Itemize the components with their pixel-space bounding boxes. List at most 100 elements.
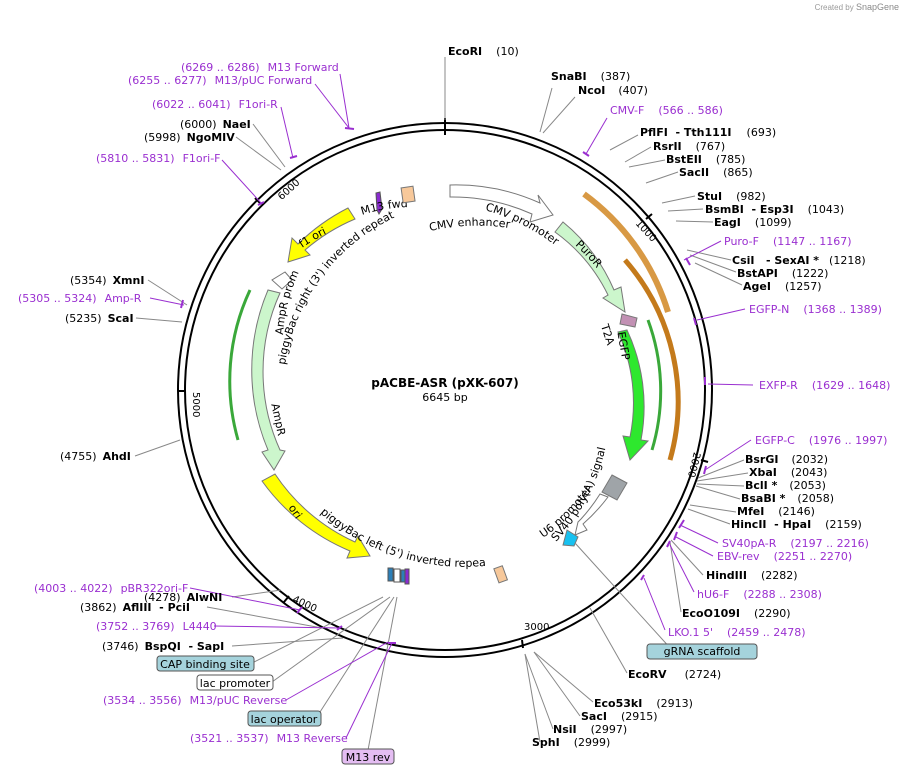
site-ecorv: EcoRV(2724) [628,668,721,681]
feature-ori-arrow [261,473,371,559]
leader-agei [694,262,743,286]
leader-bsmbi [667,208,704,212]
mark-sv40par [678,519,685,529]
feature-tags: gRNA scaffold CAP binding site lac promo… [156,643,758,765]
tick-6000 [254,197,261,204]
primer-arcs [228,191,681,461]
primer-m13fwd-label: (6269 .. 6286)M13 Forward [181,61,339,74]
primer-leader-m13fwd [339,73,350,129]
plasmid-size: 6645 bp [422,391,467,404]
leader-bspqi [231,637,344,647]
site-ecori: EcoRI(10) [448,45,519,58]
feature-cap-site-block [387,567,394,582]
site-alwni: (4278)AlwNI [144,591,222,604]
mark-hu6f [666,540,671,548]
primer-leader-f1orif [221,159,263,205]
site-mfei: MfeI(2146) [737,505,815,518]
svg-text:lac promoter: lac promoter [200,677,271,690]
features: CMV enhancer CMV promoter PuroR T2A EGFP… [0,0,650,585]
primer-leader-egfpc [704,439,752,471]
leader-lacop [319,596,395,713]
primer-leader-purof [683,240,722,261]
site-naei: (6000)NaeI [180,118,251,131]
feature-u6-promoter-arrow [574,493,609,536]
feature-sv40-polya-block [601,474,628,501]
primer-leader-sv40par [679,524,719,544]
tick-label-3000: 3000 [524,622,549,633]
primer-leader-ebvrev [675,536,714,557]
mark-cmvf [582,151,590,157]
mark-purof [685,257,691,266]
feature-ampr-promoter-arrow [271,271,293,290]
mark-f1orir [289,155,298,159]
site-ahdi: (4755)AhdI [60,450,131,463]
credit-prefix: Created by [814,3,854,12]
leader-scai [135,317,183,323]
primer-ampr-label: (5305 .. 5324)Amp-R [18,292,142,305]
site-xmni: (5354)XmnI [70,274,144,287]
leader-stui [661,195,696,204]
feature-m13-fwd-block [375,191,383,216]
mark-l4440 [336,625,343,631]
site-xbai: XbaI(2043) [749,466,827,479]
mark-ebvrev [673,531,678,541]
feature-lacop-block [400,569,406,583]
feature-m13rev-block [404,568,410,585]
site-eagi: EagI(1099) [714,216,791,229]
primer-l4440-label: (3752 .. 3769)L4440 [96,620,217,633]
site-hindiii: HindIII(2282) [706,569,798,582]
leader-sphi [524,653,541,743]
site-bspqi: (3746)BspQI - SapI [102,640,224,653]
primer-leader-f1orir [280,106,294,159]
site-sphi: SphI(2999) [532,736,610,749]
leader-ngomiv [235,136,282,171]
leader-saci [533,651,581,717]
leader-xbai [696,472,749,482]
site-sacii: SacII(865) [679,166,753,179]
leader-snabi [539,87,553,133]
primer-pbr322-label: (4003 .. 4022)pBR322ori-F [34,582,188,595]
site-rsrii: RsrII(767) [653,140,725,153]
leader-m13rev [367,596,398,751]
feature-f1-ori-label: f1 ori [296,225,328,251]
site-bsrgi: BsrGI(2032) [745,453,828,466]
primer-leader-cmvf [585,117,608,155]
feature-egfp-arrow [617,329,650,461]
site-agei: AgeI(1257) [743,280,822,293]
leader-eco53ki [533,651,594,703]
primer-leader-egfpn [696,308,746,321]
site-nsii: NsiI(2997) [553,723,627,736]
primer-hu6f: hU6-F(2288 .. 2308) [697,588,822,601]
primer-m13puc-rev-label: (3534 .. 3556)M13/pUC Reverse [103,694,287,707]
primer-f1orif-label: (5810 .. 5831)F1ori-F [96,152,221,165]
leader-ecoo109i [669,541,682,613]
leader-ahdi [134,439,181,457]
feature-t2a-block [619,313,638,328]
leader-bstapi [689,254,737,273]
primer-f1orir-label: (6022 .. 6041)F1ori-R [152,98,278,111]
primer-ebvrev: EBV-rev(2251 .. 2270) [717,550,852,563]
leader-hincii [687,508,731,525]
svg-text:CAP binding site: CAP binding site [160,658,250,671]
svg-text:gRNA scaffold: gRNA scaffold [664,645,741,658]
tag-lac-operator: lac operator [247,710,322,727]
ampr-green-arc [228,289,252,441]
tag-lac-promoter: lac promoter [196,674,274,691]
leader-nsii [524,653,554,730]
site-ecoo109i: EcoO109I(2290) [682,607,791,620]
site-bcli: BclI *(2053) [745,479,826,492]
primer-leader-ampr [149,297,185,306]
site-ngomiv: (5998)NgoMIV [144,131,235,144]
site-scai: (5235)ScaI [65,312,134,325]
leader-pflfi [609,134,639,151]
snapgene-brand: SnapGene [855,2,899,12]
feature-grna-scaffold-arrow [562,529,579,547]
leader-bsabi [695,485,741,500]
leader-bsrgi [697,459,745,479]
tag-m13-rev: M13 rev [341,748,395,765]
site-hincii: HincII - HpaI(2159) [731,518,862,531]
site-bsteii: BstEII(785) [666,153,745,166]
mark-f1orif [257,201,265,206]
tick-label-1000: 1000 [633,218,658,244]
